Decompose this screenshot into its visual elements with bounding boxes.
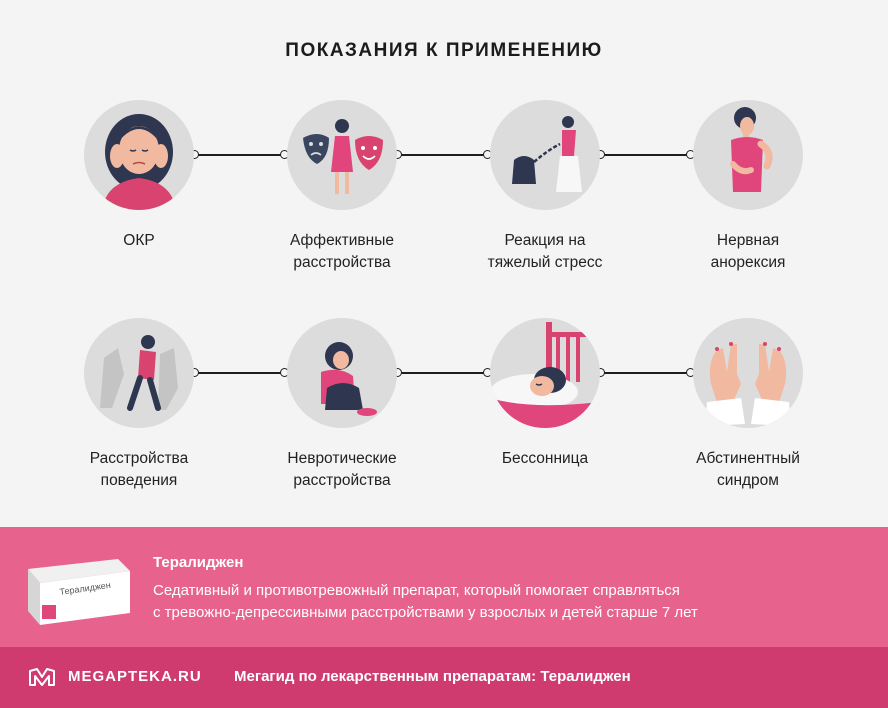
sitting-woman-icon [287,318,397,428]
indication-label: Бессонница [501,450,589,467]
footer: MEGAPTEKA.RU Мегагид по лекарственным пр… [0,647,888,708]
product-description: Седативный и противотревожный препарат, … [153,582,698,621]
running-man-icon [84,318,194,428]
chained-weight-icon [490,100,600,210]
anorexia-woman-icon [693,100,803,210]
connector [393,150,492,159]
product-box-image: Тералиджен [22,549,132,629]
page-title: ПОКАЗАНИЯ К ПРИМЕНЕНИЮ [285,40,603,61]
trembling-hands-icon [693,318,803,428]
product-banner: Тералиджен Тералиджен Седативный и проти… [0,527,888,647]
masks-icon [287,100,397,210]
connector [190,150,289,159]
connector [393,368,492,377]
megapteka-logo-icon [29,668,55,686]
connector [596,150,695,159]
connector [596,368,695,377]
connector [190,368,289,377]
brand-name[interactable]: MEGAPTEKA.RU [68,668,202,685]
sleeping-woman-icon [490,318,600,428]
product-name: Тералиджен [153,554,244,571]
ocd-woman-icon [84,100,194,210]
footer-caption: Мегагид по лекарственным препаратам: Тер… [234,668,631,685]
indication-label: ОКР [123,232,155,249]
